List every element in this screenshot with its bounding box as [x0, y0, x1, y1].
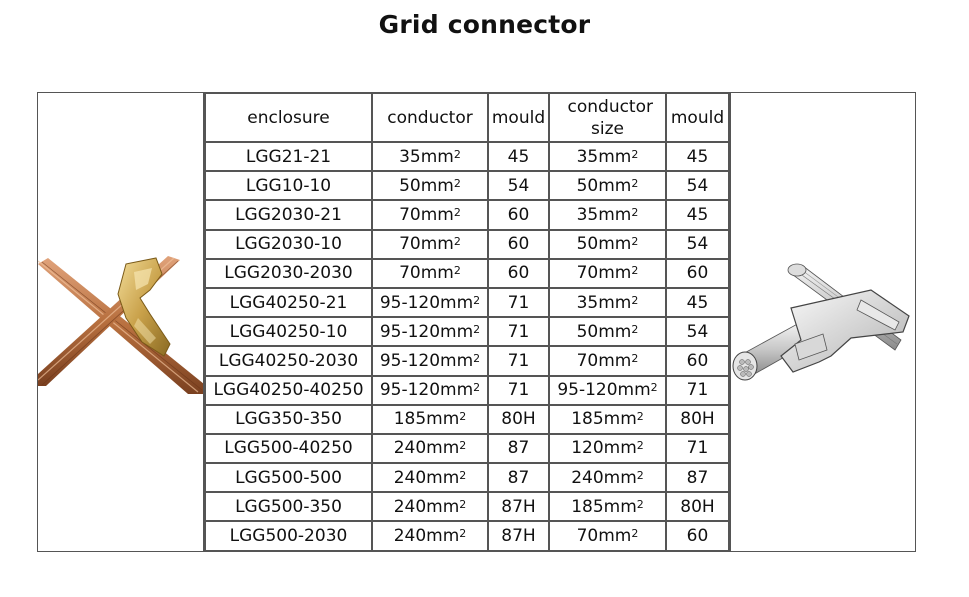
cell-conductor: 240mm2: [371, 432, 489, 465]
cell-enclosure: LGG500-500: [204, 462, 373, 494]
cell-enclosure: LGG2030-21: [204, 199, 373, 231]
cell-mould2: 80H: [665, 403, 730, 435]
cell-conductor-size: 185mm2: [548, 403, 667, 435]
cell-conductor: 95-120mm2: [371, 316, 489, 348]
cell-mould: 71: [487, 345, 550, 377]
cell-enclosure: LGG21-21: [204, 140, 373, 173]
cell-conductor: 95-120mm2: [371, 345, 489, 377]
cell-conductor-size: 70mm2: [548, 520, 667, 552]
table-header-row: enclosure conductor mould conductor size…: [204, 92, 730, 143]
page-title: Grid connector: [378, 10, 591, 39]
divider-right: [729, 93, 731, 551]
cell-mould: 80H: [487, 403, 550, 435]
cell-mould: 60: [487, 257, 550, 289]
cell-conductor-size: 50mm2: [548, 228, 667, 260]
cell-conductor: 95-120mm2: [371, 374, 489, 406]
cell-mould: 54: [487, 170, 550, 202]
cell-enclosure: LGG40250-21: [204, 286, 373, 319]
cell-mould2: 71: [665, 374, 730, 406]
cell-mould2: 60: [665, 345, 730, 377]
header-conductor: conductor: [371, 92, 489, 143]
cell-mould: 71: [487, 374, 550, 406]
cell-mould2: 45: [665, 286, 730, 319]
cell-conductor-size: 240mm2: [548, 462, 667, 494]
copper-cable-diagonal: [37, 258, 204, 394]
cell-conductor-size: 35mm2: [548, 199, 667, 231]
header-mould: mould: [487, 92, 550, 143]
cell-conductor-size: 50mm2: [548, 170, 667, 202]
cell-mould: 71: [487, 286, 550, 319]
cell-conductor-size: 95-120mm2: [548, 374, 667, 406]
cell-enclosure: LGG2030-10: [204, 228, 373, 260]
cell-enclosure: LGG10-10: [204, 170, 373, 202]
cell-enclosure: LGG40250-10: [204, 316, 373, 348]
cell-conductor-size: 50mm2: [548, 316, 667, 348]
cell-conductor: 240mm2: [371, 520, 489, 552]
header-mould-2: mould: [665, 92, 730, 143]
cell-conductor: 70mm2: [371, 228, 489, 260]
aluminum-t-connector: [780, 289, 910, 373]
cell-mould2: 60: [665, 520, 730, 552]
cell-mould2: 45: [665, 140, 730, 173]
cell-conductor-size: 185mm2: [548, 491, 667, 523]
cell-mould: 71: [487, 316, 550, 348]
cell-mould: 45: [487, 140, 550, 173]
cell-conductor: 240mm2: [371, 462, 489, 494]
cell-enclosure: LGG500-350: [204, 491, 373, 523]
brass-t-connector: [117, 257, 171, 357]
cell-enclosure: LGG500-40250: [204, 432, 373, 465]
cell-mould2: 54: [665, 316, 730, 348]
copper-connector-image: [37, 94, 204, 550]
cell-conductor: 70mm2: [371, 257, 489, 289]
cell-mould2: 80H: [665, 491, 730, 523]
cell-mould: 87: [487, 462, 550, 494]
cell-mould: 87: [487, 432, 550, 465]
spec-table: enclosure conductor mould conductor size…: [204, 92, 730, 552]
header-enclosure: enclosure: [204, 92, 373, 143]
cell-mould2: 45: [665, 199, 730, 231]
cell-conductor: 50mm2: [371, 170, 489, 202]
cell-conductor-size: 70mm2: [548, 345, 667, 377]
cell-conductor-size: 120mm2: [548, 432, 667, 465]
cell-conductor-size: 35mm2: [548, 286, 667, 319]
divider-left: [203, 93, 205, 551]
cell-mould: 60: [487, 199, 550, 231]
cell-enclosure: LGG350-350: [204, 403, 373, 435]
aluminum-connector-image: [731, 94, 915, 550]
header-conductor-size: conductor size: [548, 92, 667, 143]
cell-enclosure: LGG40250-2030: [204, 345, 373, 377]
cell-conductor-size: 70mm2: [548, 257, 667, 289]
cell-mould2: 54: [665, 170, 730, 202]
cell-mould2: 87: [665, 462, 730, 494]
cell-conductor: 240mm2: [371, 491, 489, 523]
cell-enclosure: LGG500-2030: [204, 520, 373, 552]
cell-conductor: 70mm2: [371, 199, 489, 231]
cell-mould2: 71: [665, 432, 730, 465]
cell-mould: 60: [487, 228, 550, 260]
cell-conductor: 95-120mm2: [371, 286, 489, 319]
cell-mould2: 54: [665, 228, 730, 260]
cell-conductor: 185mm2: [371, 403, 489, 435]
cell-mould: 87H: [487, 491, 550, 523]
cell-conductor: 35mm2: [371, 140, 489, 173]
cell-mould2: 60: [665, 257, 730, 289]
cell-conductor-size: 35mm2: [548, 140, 667, 173]
cell-enclosure: LGG40250-40250: [204, 374, 373, 406]
cell-enclosure: LGG2030-2030: [204, 257, 373, 289]
cell-mould: 87H: [487, 520, 550, 552]
